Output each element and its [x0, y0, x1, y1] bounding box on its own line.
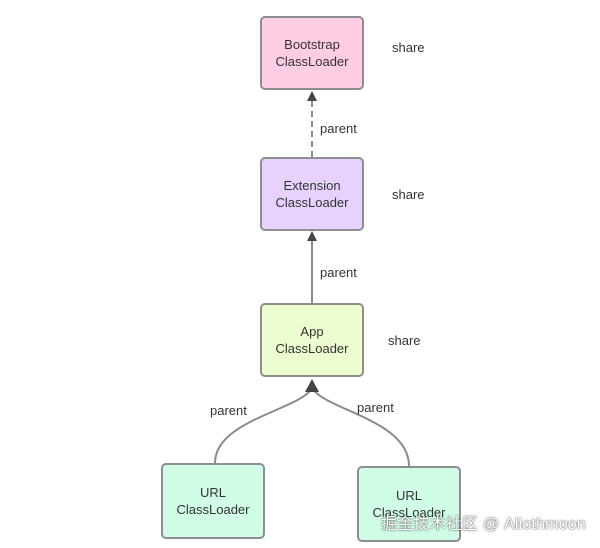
node-bootstrap-line2: ClassLoader	[275, 54, 349, 69]
node-extension-line2: ClassLoader	[275, 195, 349, 210]
edge-url-left-to-app	[214, 387, 313, 464]
node-url-classloader-left: URL ClassLoader	[161, 463, 265, 539]
node-url-classloader-right: URL ClassLoader	[357, 466, 461, 542]
share-label-bootstrap: share	[392, 40, 425, 55]
node-url-left-line1: URL	[199, 485, 226, 500]
node-extension-line1: Extension	[283, 178, 341, 193]
watermark-text: 掘金技术社区 @ Aliothmoon	[381, 516, 586, 533]
node-url-left-line2: ClassLoader	[176, 502, 250, 517]
arrowhead-into-app	[305, 379, 319, 392]
node-bootstrap-classloader: Bootstrap ClassLoader	[260, 16, 364, 90]
edge-url-right-to-app	[311, 387, 410, 467]
node-app-classloader: App ClassLoader	[260, 303, 364, 377]
edge-label-url-left-to-app: parent	[210, 403, 247, 418]
node-extension-classloader: Extension ClassLoader	[260, 157, 364, 231]
share-label-app: share	[388, 333, 421, 348]
share-label-extension: share	[392, 187, 425, 202]
node-app-line2: ClassLoader	[275, 341, 349, 356]
edge-label-app-to-extension: parent	[320, 265, 357, 280]
node-url-right-line1: URL	[395, 488, 422, 503]
node-url-right-line2: ClassLoader	[372, 505, 446, 520]
node-bootstrap-line1: Bootstrap	[284, 37, 340, 52]
edge-label-extension-to-bootstrap: parent	[320, 121, 357, 136]
edge-label-url-right-to-app: parent	[357, 400, 394, 415]
node-app-line1: App	[300, 324, 324, 339]
